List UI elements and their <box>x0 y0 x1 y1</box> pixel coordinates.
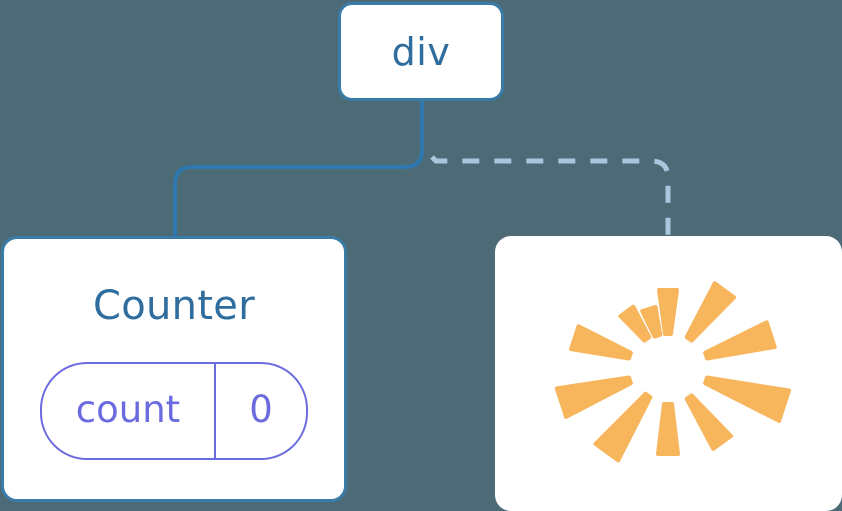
node-div-label: div <box>391 29 451 74</box>
sparkle-ray-1 <box>684 281 737 343</box>
sparkle-ray-7 <box>554 375 633 419</box>
sparkle-burst-icon <box>554 281 791 463</box>
node-div[interactable]: div <box>338 2 504 101</box>
sparkle-ray-4 <box>684 393 733 451</box>
sparkle-ray-2 <box>703 320 777 361</box>
sparkle-ray-9 <box>618 304 652 343</box>
sparkle-ray-3 <box>703 375 791 423</box>
sparkle-ray-6 <box>593 391 653 463</box>
sparkle-ray-8 <box>569 324 633 361</box>
node-counter[interactable]: Counter count 0 <box>1 236 347 502</box>
node-counter-label: Counter <box>93 283 255 329</box>
edge-div-to-sparkle <box>430 155 671 238</box>
edge-div-to-counter <box>173 98 424 240</box>
node-sparkle[interactable] <box>495 236 842 511</box>
state-value: 0 <box>214 364 306 458</box>
state-key: count <box>75 388 181 431</box>
state-pill-count[interactable]: count 0 <box>40 362 308 460</box>
sparkle-ray-5 <box>656 402 680 456</box>
sparkle-ray-10 <box>640 304 663 339</box>
sparkle-ray-0 <box>657 288 679 336</box>
